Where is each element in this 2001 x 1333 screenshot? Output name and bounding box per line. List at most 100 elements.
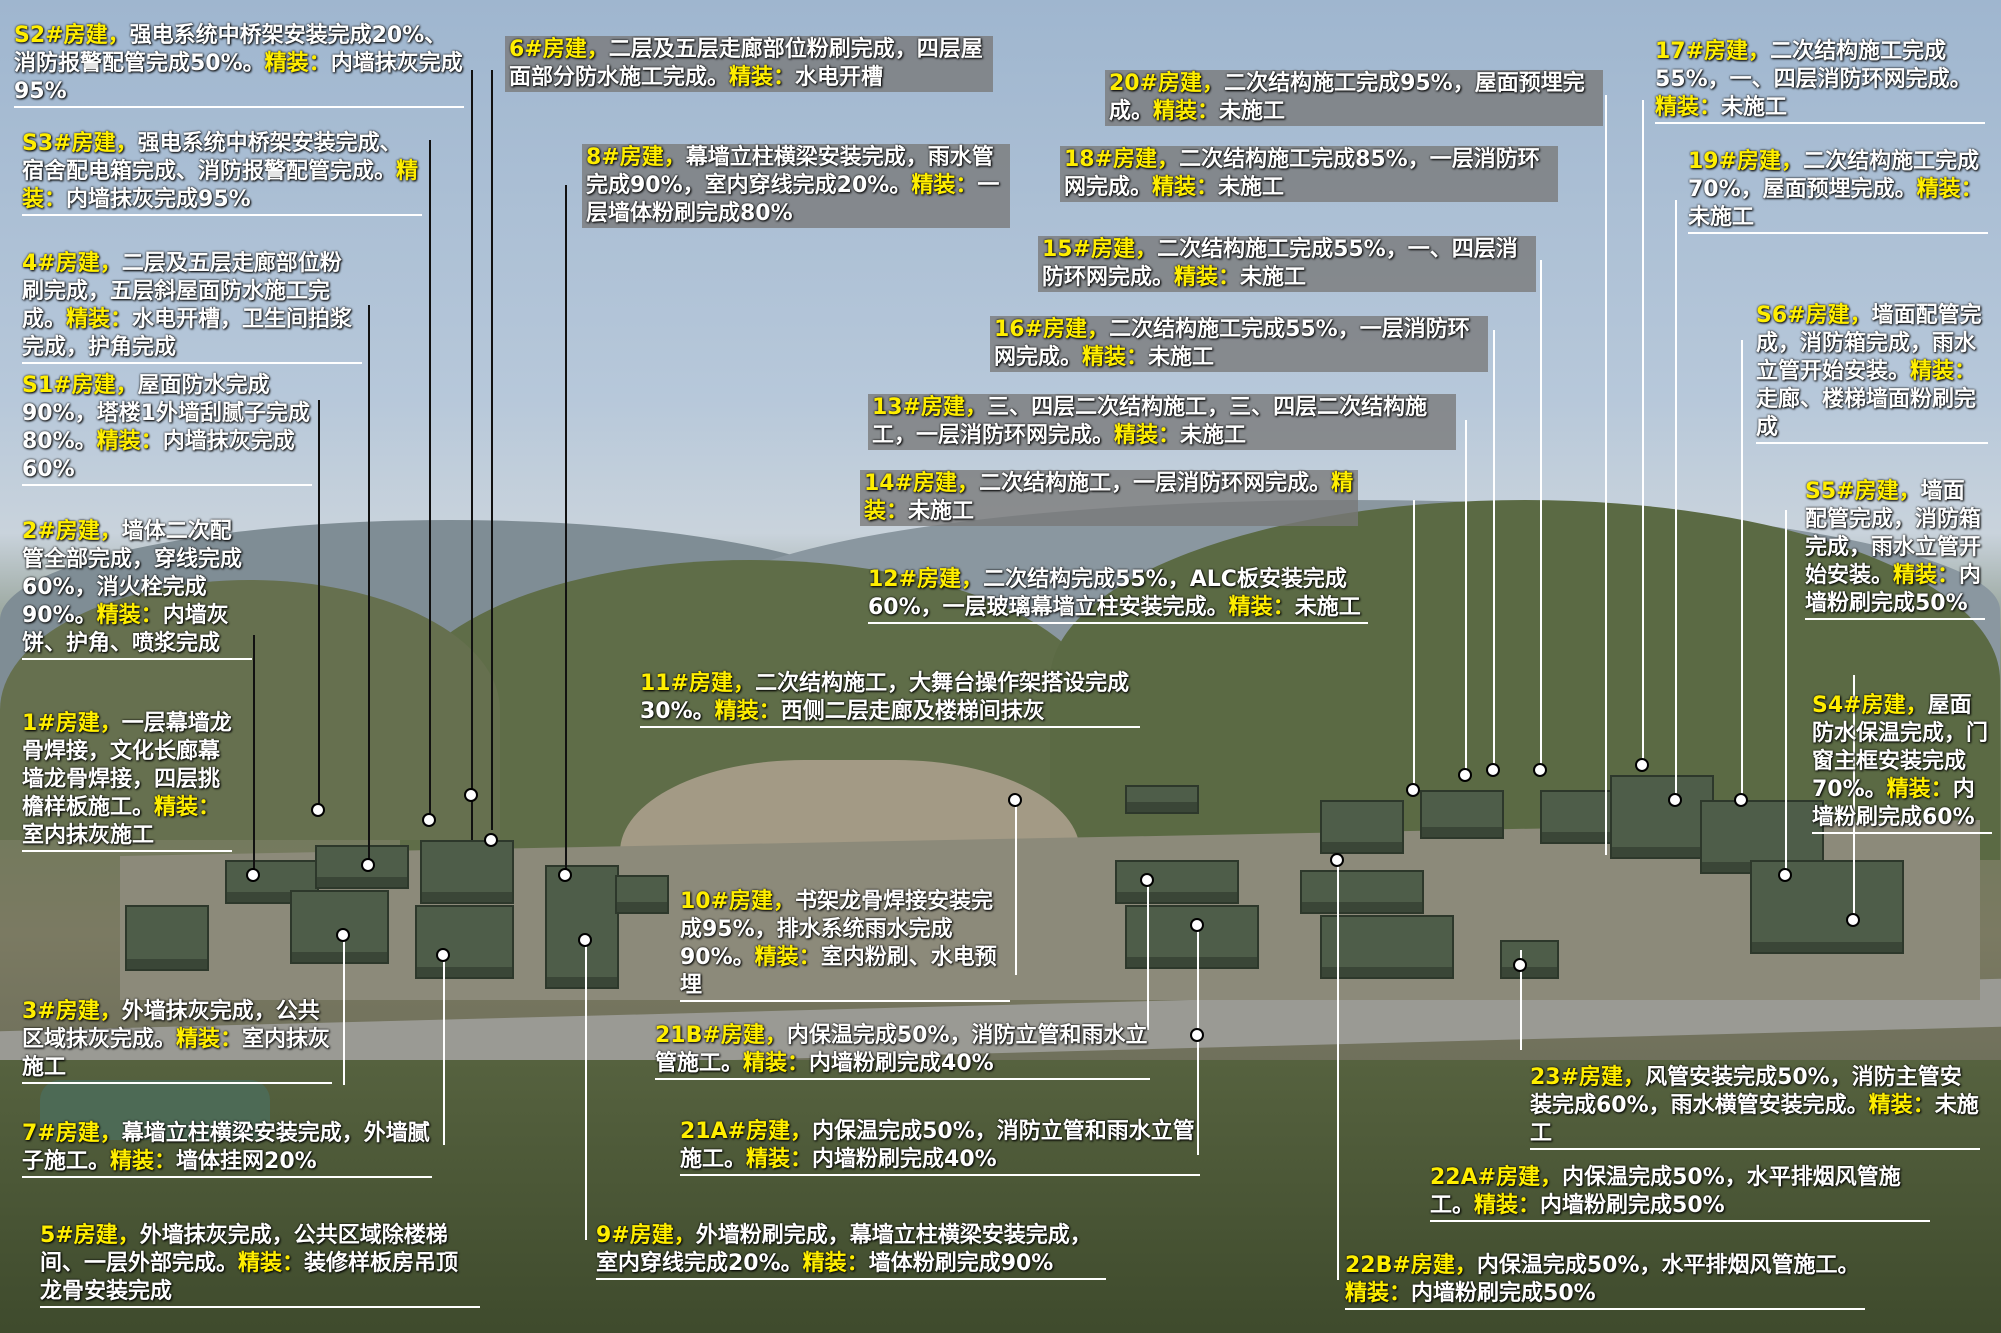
building (545, 865, 619, 989)
leader-line (1413, 500, 1415, 790)
location-marker (1486, 763, 1500, 777)
label-4: 4#房建，二层及五层走廊部位粉刷完成，五层斜屋面防水施工完成。精装：水电开槽，卫… (22, 250, 362, 364)
label-16: 16#房建，二次结构施工完成55%，一层消防环网完成。精装：未施工 (990, 316, 1488, 372)
foreground-field (0, 1060, 2001, 1333)
leader-line (1520, 950, 1522, 1050)
leader-line (1465, 420, 1467, 775)
label-17: 17#房建，二次结构施工完成55%，一、四层消防环网完成。精装：未施工 (1655, 38, 1985, 124)
building (125, 905, 209, 971)
label-20: 20#房建，二次结构施工完成95%，屋面预埋完成。精装：未施工 (1105, 70, 1603, 126)
label-s3: S3#房建，强电系统中桥架安装完成、宿舍配电箱完成、消防报警配管完成。精装：内墙… (22, 130, 422, 216)
label-9: 9#房建，外墙粉刷完成，幕墙立柱横梁安装完成，室内穿线完成20%。精装：墙体粉刷… (596, 1222, 1106, 1280)
label-7: 7#房建，幕墙立柱横梁安装完成，外墙腻子施工。精装：墙体挂网20% (22, 1120, 432, 1178)
location-marker (1008, 793, 1022, 807)
label-14: 14#房建，二次结构施工，一层消防环网完成。精装：未施工 (860, 470, 1358, 526)
leader-line (343, 935, 345, 1085)
label-2: 2#房建，墙体二次配管全部完成，穿线完成60%，消火栓完成90%。精装：内墙灰饼… (22, 518, 252, 660)
label-5: 5#房建，外墙抹灰完成，公共区域除楼梯间、一层外部完成。精装：装修样板房吊顶龙骨… (40, 1222, 480, 1308)
label-18: 18#房建，二次结构施工完成85%，一层消防环网完成。精装：未施工 (1060, 146, 1558, 202)
location-marker (1635, 758, 1649, 772)
location-marker (1734, 793, 1748, 807)
label-s4: S4#房建，屋面防水保温完成，门窗主框安装完成70%。精装：内墙粉刷完成60% (1812, 692, 1992, 834)
mid-hill (1050, 500, 2000, 860)
label-19: 19#房建，二次结构施工完成70%，屋面预埋完成。精装：未施工 (1688, 148, 1988, 234)
leader-line (429, 140, 431, 825)
label-1: 1#房建，一层幕墙龙骨焊接，文化长廊幕墙龙骨焊接，四层挑檐样板施工。精装：室内抹… (22, 710, 232, 852)
building (1750, 860, 1904, 954)
label-3: 3#房建，外墙抹灰完成，公共区域抹灰完成。精装：室内抹灰施工 (22, 998, 332, 1084)
leader-line (565, 185, 567, 870)
label-s2: S2#房建，强电系统中桥架安装完成20%、消防报警配管完成50%。精装：内墙抹灰… (14, 22, 464, 108)
building (415, 905, 514, 979)
leader-line (318, 400, 320, 810)
building (1125, 905, 1259, 969)
building (1115, 860, 1239, 904)
label-21a: 21A#房建，内保温完成50%，消防立管和雨水立管施工。精装：内墙粉刷完成40% (680, 1118, 1200, 1176)
mid-hill (0, 580, 500, 840)
building (1320, 915, 1454, 979)
leader-line (443, 955, 445, 1145)
leader-line (368, 305, 370, 865)
label-21b: 21B#房建，内保温完成50%，消防立管和雨水立管施工。精装：内墙粉刷完成40% (655, 1022, 1150, 1080)
location-marker (1846, 913, 1860, 927)
leader-line (1015, 800, 1017, 975)
leader-line (1741, 340, 1743, 800)
leader-line (1642, 100, 1644, 765)
building (1540, 790, 1614, 844)
leader-line (1493, 330, 1495, 770)
building (1320, 800, 1404, 854)
leader-line (471, 70, 473, 840)
building (1300, 870, 1424, 914)
leader-line (1853, 675, 1855, 920)
location-marker (1330, 853, 1344, 867)
pond (40, 1080, 270, 1140)
label-23: 23#房建，风管安装完成50%，消防主管安装完成60%，雨水横管安装完成。精装：… (1530, 1064, 1980, 1150)
location-marker (361, 858, 375, 872)
leader-line (1337, 860, 1339, 1280)
leader-line (585, 940, 587, 1240)
leader-line (253, 635, 255, 875)
label-10: 10#房建，书架龙骨焊接安装完成95%，排水系统雨水完成90%。精装：室内粉刷、… (680, 888, 1010, 1002)
building (290, 890, 389, 964)
leader-line (1605, 95, 1607, 855)
leader-line (491, 70, 493, 830)
location-marker (578, 933, 592, 947)
label-22a: 22A#房建，内保温完成50%，水平排烟风管施工。精装：内墙粉刷完成50% (1430, 1164, 1930, 1222)
building (615, 875, 669, 914)
label-13: 13#房建，三、四层二次结构施工，三、四层二次结构施工，一层消防环网完成。精装：… (868, 394, 1456, 450)
location-marker (1190, 918, 1204, 932)
location-marker (336, 928, 350, 942)
label-22b: 22B#房建，内保温完成50%，水平排烟风管施工。精装：内墙粉刷完成50% (1345, 1252, 1865, 1310)
leader-line (1540, 260, 1542, 770)
building (1420, 790, 1504, 839)
location-marker (311, 803, 325, 817)
leader-line (1785, 510, 1787, 875)
building (420, 840, 514, 904)
location-marker (1668, 793, 1682, 807)
location-marker (1533, 763, 1547, 777)
leader-line (1675, 200, 1677, 800)
location-marker (1778, 868, 1792, 882)
location-marker (1513, 958, 1527, 972)
label-8: 8#房建，幕墙立柱横梁安装完成，雨水管完成90%，室内穿线完成20%。精装：一层… (582, 144, 1010, 228)
location-marker (558, 868, 572, 882)
leader-line (1147, 880, 1149, 1030)
label-s5: S5#房建，墙面配管完成，消防箱完成，雨水立管开始安装。精装：内墙粉刷完成50% (1805, 478, 1985, 620)
label-s6: S6#房建，墙面配管完成，消防箱完成，雨水立管开始安装。精装：走廊、楼梯墙面粉刷… (1756, 302, 1988, 444)
location-marker (436, 948, 450, 962)
location-marker (246, 868, 260, 882)
location-marker (484, 833, 498, 847)
building (1610, 775, 1714, 859)
building (1125, 785, 1199, 814)
location-marker (464, 788, 478, 802)
label-s1: S1#房建，屋面防水完成90%，塔楼1外墙刮腻子完成80%。精装：内墙抹灰完成6… (22, 372, 312, 486)
building (1500, 940, 1559, 979)
location-marker (1190, 1028, 1204, 1042)
label-11: 11#房建，二次结构施工，大舞台操作架搭设完成30%。精装：西侧二层走廊及楼梯间… (640, 670, 1140, 728)
location-marker (1140, 873, 1154, 887)
label-15: 15#房建，二次结构施工完成55%，一、四层消防环网完成。精装：未施工 (1038, 236, 1536, 292)
label-6: 6#房建，二层及五层走廊部位粉刷完成，四层屋面部分防水施工完成。精装：水电开槽 (505, 36, 993, 92)
location-marker (1406, 783, 1420, 797)
location-marker (1458, 768, 1472, 782)
location-marker (422, 813, 436, 827)
